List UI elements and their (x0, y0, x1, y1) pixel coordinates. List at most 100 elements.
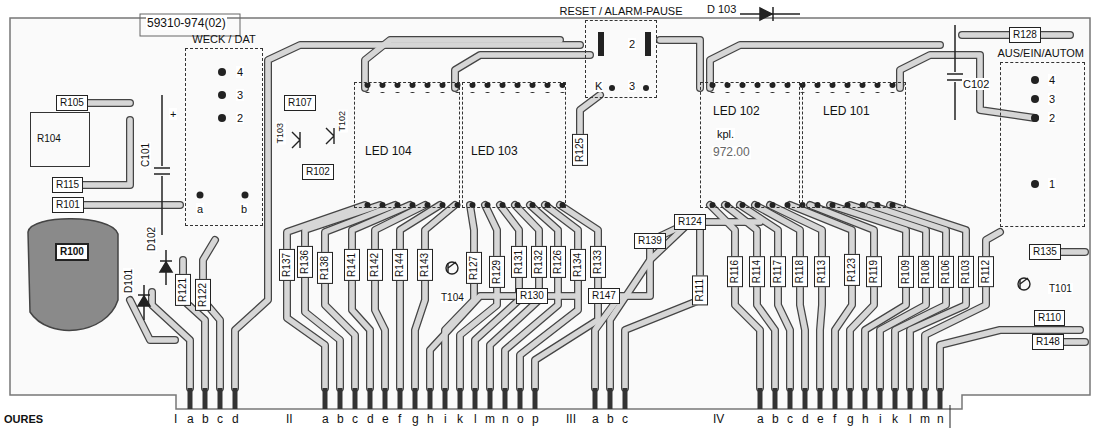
resistor-label: R138 (317, 252, 333, 284)
resistor-label: R124 (674, 214, 706, 230)
pin-letter: d (801, 413, 810, 426)
resistor-number: R144 (394, 253, 405, 277)
pcb-label: 4 (1048, 74, 1056, 86)
resistor-number: R132 (533, 250, 544, 274)
switch-title: AUS/EIN/AUTOM (997, 47, 1084, 59)
resistor-label: R123 (844, 254, 860, 286)
copper-pad (28, 219, 118, 331)
dashed-outline: AUS/EIN/AUTOM (1000, 62, 1085, 227)
pcb-label: 2 (628, 38, 636, 50)
pcb-label: D 103 (706, 3, 737, 15)
pin-letter: c (786, 413, 794, 426)
resistor-number: R117 (772, 260, 783, 283)
resistor-label: R119 (866, 256, 882, 287)
resistor-number: R123 (846, 258, 857, 282)
resistor-number: R110 (1038, 312, 1061, 323)
resistor-label: R129 (489, 256, 505, 288)
edge-fingers (753, 388, 948, 409)
resistor-label: R117 (770, 256, 786, 287)
pin-letter: i (443, 413, 448, 426)
pcb-label: OURES (3, 413, 44, 425)
resistor-number: R128 (1013, 29, 1037, 40)
component-label: LED 102 (713, 105, 760, 118)
resistor-number: R138 (319, 256, 330, 280)
component-label: LED 103 (471, 145, 518, 158)
resistor-label: R128 (1009, 27, 1041, 43)
part-number-frame (140, 14, 240, 36)
resistor-number: R141 (346, 253, 357, 277)
resistor-number: R126 (552, 250, 563, 274)
pin-letter: k (891, 413, 899, 426)
resistor-label: R101 (52, 197, 84, 213)
capacitor-c102 (947, 25, 963, 120)
capacitor-c101 (154, 95, 170, 235)
pin-letter: g (846, 413, 855, 426)
resistor-label: R139 (634, 233, 666, 249)
resistor-label: R125 (572, 134, 588, 166)
component-label: LED 104 (365, 145, 412, 158)
pcb-label: 1 (1048, 178, 1056, 190)
resistor-label: R112 (978, 256, 994, 287)
resistor-number: R109 (900, 260, 911, 284)
pin-letter: i (878, 413, 883, 426)
resistor-label: R148 (1032, 334, 1064, 350)
resistor-label: R127 (466, 252, 482, 284)
resistor-number: R121 (177, 278, 188, 302)
pin-letter: a (186, 413, 195, 426)
resistor-number: R102 (306, 166, 330, 177)
resistor-label: R108 (918, 256, 934, 288)
resistor-number: R100 (60, 246, 84, 257)
resistor-label: R109 (898, 256, 914, 288)
resistor-number: R114 (751, 260, 762, 283)
pcb-label: 3 (1048, 93, 1056, 105)
component-label: LED 101 (823, 105, 870, 118)
pcb-label: 972.00 (712, 146, 751, 159)
resistor-number: R119 (868, 260, 879, 283)
resistor-number: R135 (1033, 246, 1057, 257)
switch-pads (197, 32, 1040, 199)
pcb-label: 2 (1048, 112, 1056, 124)
pin-letter: e (381, 413, 390, 426)
resistor-label: R105 (56, 95, 88, 111)
resistor-label: R126 (550, 246, 566, 278)
pin-letter: h (426, 413, 435, 426)
resistor-label: R137 (279, 249, 295, 281)
resistor-label: R110 (1034, 310, 1065, 326)
pcb-label: T104 (440, 292, 465, 303)
pcb-label: III (565, 413, 577, 426)
divider-mark (950, 405, 951, 428)
resistor-label: R135 (1029, 244, 1061, 260)
resistor-label: R131 (511, 246, 527, 278)
resistor-label: R107 (284, 95, 316, 111)
pcb-label: T102 (338, 110, 348, 133)
pcb-label: IV (712, 413, 725, 426)
resistor-label: R133 (590, 246, 606, 278)
pcb-label: + (169, 108, 177, 120)
pin-letter: f (397, 413, 402, 426)
pin-letter: a (321, 413, 330, 426)
component-outline: LED 101 (802, 82, 906, 208)
pin-letter: n (936, 413, 945, 426)
resistor-label: R113 (814, 256, 830, 287)
pcb-label: kpl. (716, 128, 735, 140)
pcb-label: 59310-974(02) (146, 17, 227, 30)
resistor-label: R115 (52, 177, 83, 193)
component-outline: LED 102 (700, 82, 800, 208)
resistor-number: R130 (520, 290, 544, 301)
resistor-label: R143 (417, 249, 433, 281)
resistor-label: R147 (588, 288, 620, 304)
pin-letter: o (516, 413, 525, 426)
resistor-number: R116 (729, 260, 740, 283)
resistor-number: R127 (468, 256, 479, 280)
resistor-number: R148 (1036, 336, 1060, 347)
board-outline (10, 18, 1090, 409)
resistor-label: R130 (516, 288, 548, 304)
pin-letter: b (771, 413, 780, 426)
resistor-number: R147 (592, 290, 616, 301)
pcb-label: T101 (1048, 283, 1073, 294)
pcb-label: a (196, 203, 204, 215)
resistor-number: R133 (592, 250, 603, 274)
resistor-number: R115 (56, 179, 79, 190)
diode-symbol (138, 7, 800, 320)
